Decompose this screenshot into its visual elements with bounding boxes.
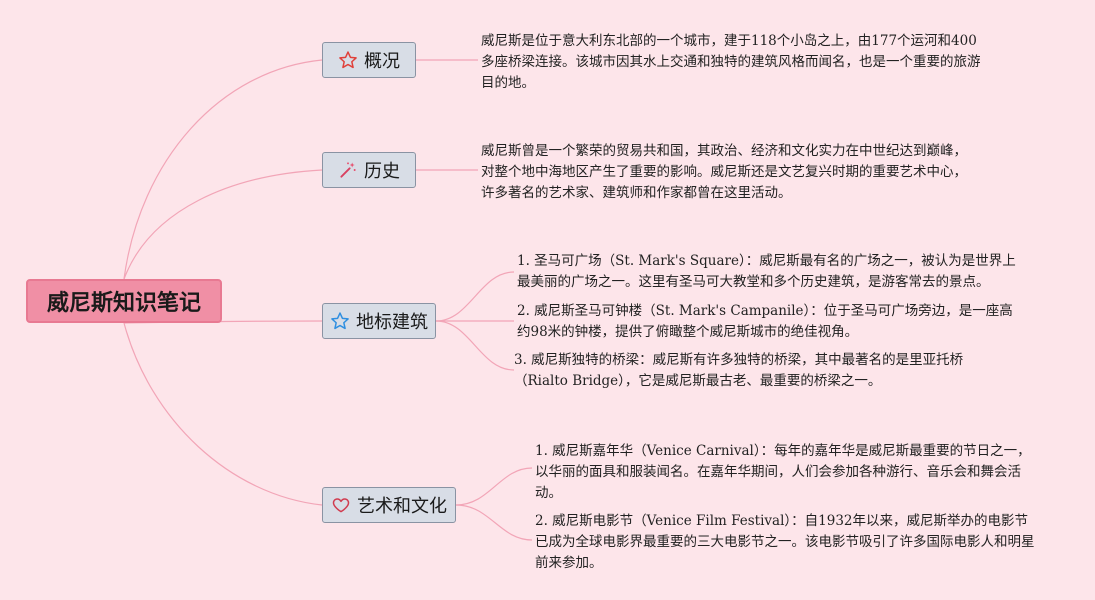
landmark-item-1: 1. 圣马可广场（St. Mark's Square）：威尼斯最有名的广场之一，… [517, 253, 1016, 290]
topic-overview-label: 概况 [364, 51, 400, 72]
topic-arts-culture-label: 艺术和文化 [357, 496, 447, 517]
root-topic[interactable]: 威尼斯知识笔记 [26, 279, 222, 323]
star-outline-icon [338, 50, 358, 70]
star-blue-icon [330, 311, 350, 331]
topic-arts-culture[interactable]: 艺术和文化 [322, 487, 456, 523]
topic-landmarks[interactable]: 地标建筑 [322, 303, 436, 339]
history-text: 威尼斯曾是一个繁荣的贸易共和国，其政治、经济和文化实力在中世纪达到巅峰，对整个地… [481, 143, 967, 201]
topic-landmarks-label: 地标建筑 [356, 312, 428, 333]
heart-outline-icon [331, 495, 351, 515]
culture-item-1: 1. 威尼斯嘉年华（Venice Carnival）：每年的嘉年华是威尼斯最重要… [535, 443, 1031, 501]
magic-wand-icon [338, 160, 358, 180]
landmark-item-2: 2. 威尼斯圣马可钟楼（St. Mark's Campanile）：位于圣马可广… [517, 303, 1013, 340]
overview-text: 威尼斯是位于意大利东北部的一个城市，建于118个小岛之上，由177个运河和400… [481, 33, 981, 91]
topic-history[interactable]: 历史 [322, 152, 416, 188]
topic-overview[interactable]: 概况 [322, 42, 416, 78]
root-title: 威尼斯知识笔记 [46, 291, 201, 316]
landmark-item-3: 3. 威尼斯独特的桥梁：威尼斯有许多独特的桥梁，其中最著名的是里亚托桥（Rial… [514, 352, 964, 389]
topic-history-label: 历史 [364, 161, 400, 182]
culture-item-2: 2. 威尼斯电影节（Venice Film Festival）：自1932年以来… [535, 513, 1035, 571]
